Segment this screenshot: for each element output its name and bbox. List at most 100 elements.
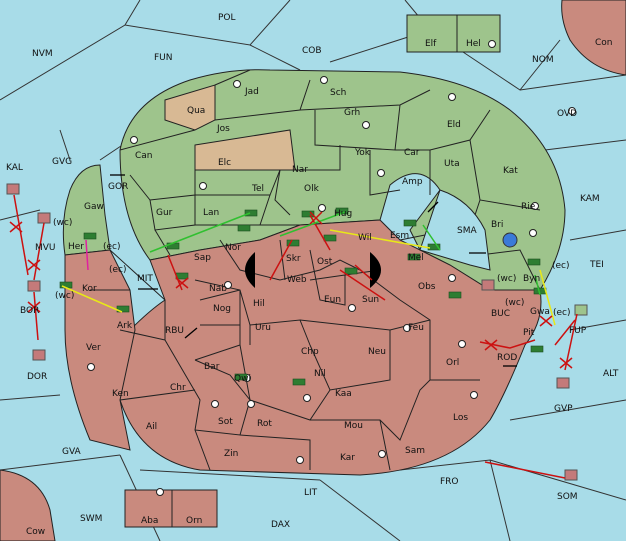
region-elf[interactable] <box>406 14 458 53</box>
label-nom: NOM <box>532 55 554 65</box>
label-nvm: NVM <box>32 49 53 59</box>
label-gva: GVA <box>62 447 82 457</box>
label-ver: Ver <box>86 343 101 353</box>
fleet-buc[interactable] <box>481 279 495 291</box>
label-bar: Bar <box>204 362 220 372</box>
label-chp: Chp <box>301 347 319 357</box>
canal-east <box>370 252 381 288</box>
dislodge-marks <box>9 211 573 369</box>
label-neu: Neu <box>368 347 386 357</box>
label-mvu: MVU <box>35 243 56 253</box>
label-dax: DAX <box>271 520 290 530</box>
region-qua[interactable] <box>164 84 216 131</box>
fleet-som[interactable] <box>564 469 578 481</box>
label-yok: Yok <box>354 148 371 158</box>
label-qua: Qua <box>187 106 205 116</box>
label-sot: Sot <box>218 417 233 427</box>
label-jad: Jad <box>244 87 259 97</box>
arm-west-south <box>64 249 136 451</box>
fleet-gvp[interactable] <box>556 377 570 389</box>
label-fro: FRO <box>440 477 459 487</box>
order-lines <box>13 194 578 479</box>
region-orn[interactable] <box>171 489 218 528</box>
coast-label-byn-ec: (ec) <box>552 261 570 271</box>
label-gor: GOR <box>108 182 128 192</box>
label-fun: FUN <box>154 53 173 63</box>
label-bor: BOR <box>20 306 39 316</box>
label-zin: Zin <box>224 449 238 459</box>
label-kaa: Kaa <box>335 389 352 399</box>
label-sap: Sap <box>194 253 211 263</box>
label-lan: Lan <box>203 208 219 218</box>
label-orl: Orl <box>446 358 459 368</box>
label-grh: Grh <box>344 108 360 118</box>
fleet-fup[interactable] <box>574 304 588 316</box>
fleet-bor[interactable] <box>27 280 41 292</box>
label-kat: Kat <box>503 166 518 176</box>
label-nab: Nab <box>209 284 227 294</box>
label-mou: Mou <box>344 421 363 431</box>
label-bri: Bri <box>491 220 503 230</box>
label-lit: LIT <box>304 488 318 498</box>
coast-label-her-ec: (ec) <box>103 242 121 252</box>
coast-label-gwa-wc: (wc) <box>505 298 524 308</box>
label-ost: Ost <box>317 257 333 267</box>
fleet-dor[interactable] <box>32 349 46 361</box>
label-gur: Gur <box>156 208 173 218</box>
label-amp: Amp <box>402 177 423 187</box>
label-orn: Orn <box>186 516 202 526</box>
label-gvp: GVP <box>554 404 573 414</box>
adjacency-arrows <box>110 174 517 367</box>
fleet-mvu[interactable] <box>37 212 51 224</box>
region-aba[interactable] <box>124 489 173 528</box>
label-nil: Nil <box>314 369 326 379</box>
label-web: Web <box>287 275 307 285</box>
label-olk: Olk <box>304 184 320 194</box>
label-sun: Sun <box>362 295 379 305</box>
label-her: Her <box>68 242 84 252</box>
label-rbu: RBU <box>165 326 184 336</box>
label-cow: Cow <box>26 527 45 537</box>
label-kam: KAM <box>580 194 600 204</box>
label-rie: Rie <box>521 202 536 212</box>
label-hug: Hug <box>334 209 352 219</box>
coast-label-kor-ec: (ec) <box>109 265 127 275</box>
label-uta: Uta <box>444 159 460 169</box>
coast-label-mvu-wc: (wc) <box>53 218 72 228</box>
label-los: Los <box>453 413 468 423</box>
fleet-bri[interactable] <box>502 232 518 248</box>
label-wil: Wil <box>358 233 372 243</box>
label-gvg: GVG <box>52 157 72 167</box>
label-tei: TEI <box>589 260 604 270</box>
label-ken: Ken <box>112 389 129 399</box>
label-feu: Feu <box>408 323 424 333</box>
label-sch: Sch <box>330 88 346 98</box>
label-kal: KAL <box>6 163 23 173</box>
fleet-kal[interactable] <box>6 183 20 195</box>
label-obs: Obs <box>418 282 436 292</box>
coast-label-kor-wc: (wc) <box>55 291 74 301</box>
region-labels: POL NVM FUN COB NOM Con OVD KAM TEI ALT … <box>6 13 619 537</box>
label-mel: Mel <box>408 253 424 263</box>
region-cow[interactable] <box>0 469 56 541</box>
label-pit: Pit <box>523 328 535 338</box>
label-sam: Sam <box>405 446 425 456</box>
label-nog: Nog <box>213 304 231 314</box>
label-jos: Jos <box>216 124 230 134</box>
label-buc: BUC <box>491 309 510 319</box>
label-esm: Esm <box>390 231 409 241</box>
label-gwa: Gwa <box>530 307 550 317</box>
label-aba: Aba <box>141 516 158 526</box>
label-tel: Tel <box>251 184 264 194</box>
label-eun: Eun <box>324 295 341 305</box>
canal-west <box>245 252 255 288</box>
label-alt: ALT <box>603 369 619 379</box>
label-rot: Rot <box>257 419 272 429</box>
label-ovd: OVD <box>557 109 577 119</box>
label-sma: SMA <box>457 226 477 236</box>
label-cob: COB <box>302 46 322 56</box>
region-con[interactable] <box>561 0 626 76</box>
region-borders <box>90 69 541 471</box>
label-elc: Elc <box>218 158 231 168</box>
